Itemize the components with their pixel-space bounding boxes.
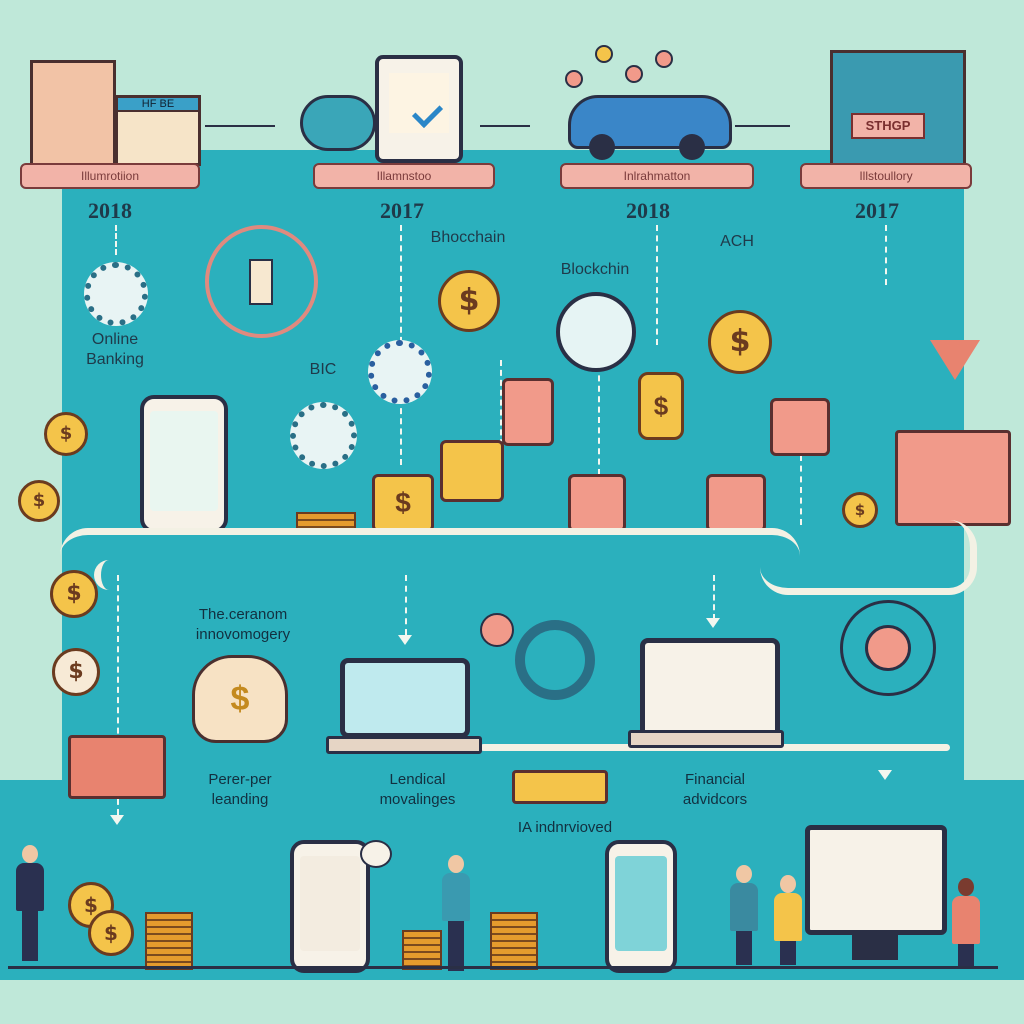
banner-1: Illumrotiion [20,163,200,189]
coin-stack-1 [145,912,193,970]
network-ring-icon [205,225,318,338]
dollar-coin-icon-4: $ [52,648,100,696]
timeline-road-curve [760,520,977,595]
arrow-left-icon [205,125,275,127]
connector-9 [713,575,715,620]
label-advisors: Financial advidcors [682,771,748,808]
play-button-icon [480,613,514,647]
label-innovation: The.ceranom innovomogery [195,606,291,643]
coin-hand-icon: $ [18,480,60,522]
shop-sign: STHGP [851,113,925,139]
city-buildings-icon [30,60,116,166]
timeline-road-upper [60,528,800,595]
connector-8 [405,575,407,635]
ground-line [8,966,998,969]
car-icon [568,95,732,160]
label-lending: Lendical movalinges [379,771,456,808]
arrow-down-3 [110,815,124,825]
coin-right-icon: $ [842,492,878,528]
crate-stack-icon [895,430,1011,526]
dollar-coin-icon-3: $ [50,570,98,618]
banner-2: Illamnstoo [313,163,495,189]
year-2: 2017 [380,198,424,223]
bank-building-icon: HF BE [115,95,201,166]
year-3: 2018 [626,198,670,223]
network-hub-icon [840,600,936,696]
phone-chat-icon [605,840,677,973]
banner-4: Illstoullory [800,163,972,189]
arrow-right-icon [735,125,790,127]
card-swipe-tile [706,474,766,532]
monitor-stand [852,930,898,960]
connector-10 [117,575,119,815]
connector-3 [656,225,658,345]
truck-icon [68,735,166,799]
chart-circle-icon [556,292,636,372]
phone-chart-icon [140,395,228,533]
year-1: 2018 [88,198,132,223]
coin-tile-1 [440,440,504,502]
year-4: 2017 [855,198,899,223]
label-online-banking: Online Banking [86,331,144,368]
coin-small-icon: $ [44,412,88,456]
arrow-down-1 [398,635,412,645]
dollar-coin-icon-2: $ [708,310,772,374]
connector-7 [500,360,502,475]
laptop-icon-1 [340,658,470,738]
coin-stack-2 [490,912,538,970]
chain-link-icon [515,620,595,700]
person-right-2 [772,875,806,965]
dollar-tile-icon: $ [372,474,434,532]
coin-pile-2: $ [88,910,134,956]
laptop-icon-2 [640,638,780,738]
coin-stack-3 [402,930,442,970]
card-tile-icon [502,378,554,446]
arrow-down-4 [878,770,892,780]
label-blockchain-2: Blockchin [560,261,630,278]
image-tile-icon [770,398,830,456]
person-monitor [950,878,984,966]
label-p2p: Perer-per leanding [208,771,272,808]
paper-plane-icon [930,340,980,380]
person-right-1 [728,865,762,965]
bank-sign: HF BE [118,98,198,112]
lock-coin-icon: $ [638,372,684,440]
connector-4 [885,225,887,285]
coin-tile-2 [568,474,626,532]
money-bag-icon: $ [192,655,288,743]
connector-1 [115,225,117,255]
connector-5 [598,365,600,475]
robot-icon [300,95,376,151]
network-nodes-icon [565,45,675,100]
gear-icon [84,262,148,326]
label-ach: ACH [720,233,754,250]
shop-bars-icon: STHGP [830,50,966,166]
label-blockchain-1: Bhocchain [430,229,506,246]
label-bic: BIC [309,361,337,378]
tablet-check-icon [375,55,463,163]
arrow-down-2 [706,618,720,628]
person-pot [440,855,474,971]
connector-6 [800,455,802,525]
timeline-road-lower [94,560,921,590]
laptop-base-2 [628,730,784,748]
dollar-coin-icon-1: $ [438,270,500,332]
laptop-base-1 [326,736,482,754]
arrow-divider-icon [480,125,530,127]
cash-stack-icon [512,770,608,804]
monitor-icon [805,825,947,935]
gear-blue-icon [368,340,432,404]
person-left [14,845,48,965]
label-ia: IA indnrvioved [517,819,613,836]
hex-gear-icon [290,402,357,469]
phone-heart-icon [290,840,370,973]
chat-bubble-icon [360,840,392,868]
banner-3: Inlrahmatton [560,163,754,189]
